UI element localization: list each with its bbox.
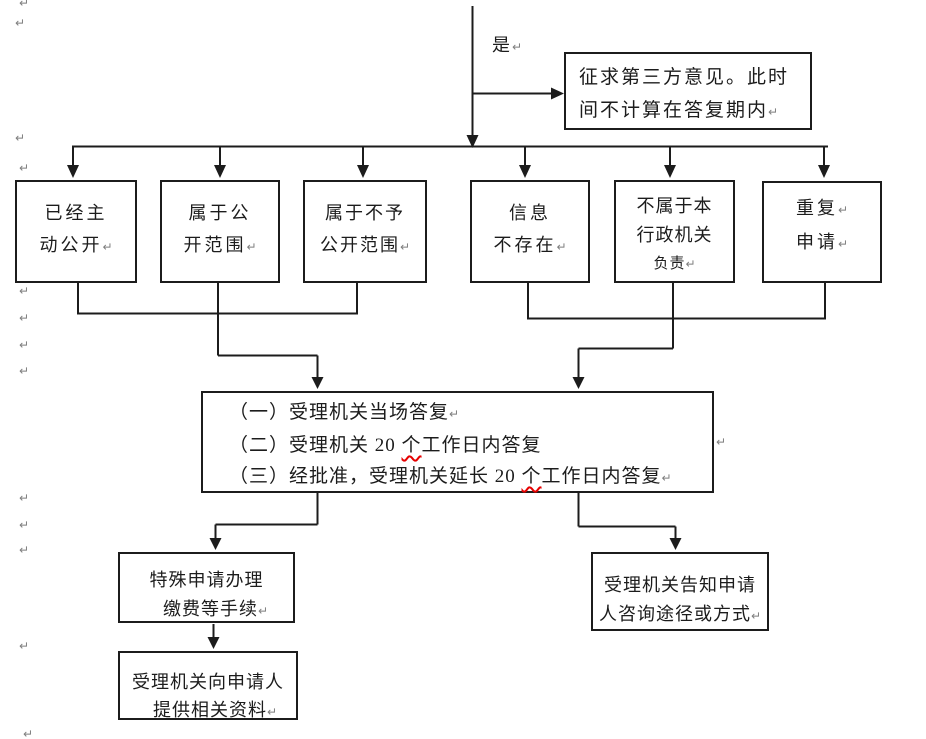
paragraph-mark: ↵: [19, 311, 30, 325]
box-line: 申请↵: [795, 232, 849, 252]
spellcheck-squiggle: 个: [521, 466, 542, 487]
box-line: 信息: [509, 203, 551, 223]
paragraph-mark: ↵: [685, 257, 696, 271]
box-line: 受理机关告知申请: [604, 575, 756, 595]
paragraph-mark: ↵: [266, 705, 278, 719]
spellcheck-squiggle: 个: [401, 435, 422, 456]
paragraph-mark: ↵: [102, 240, 113, 254]
paragraph-mark: ↵: [661, 471, 672, 485]
box-line: 重复↵: [795, 198, 849, 218]
paragraph-mark: ↵: [512, 40, 523, 54]
arrowhead-drop-4: [519, 165, 531, 178]
arrowhead-drop-1: [67, 165, 79, 178]
arrowhead-drop-3: [357, 165, 369, 178]
paragraph-mark: ↵: [19, 543, 30, 557]
box-line: 特殊申请办理: [149, 570, 264, 590]
paragraph-mark: ↵: [19, 518, 30, 532]
connector-right-merge: [527, 282, 826, 378]
connector-left-merge: [77, 282, 358, 378]
arrowhead-third-party: [551, 87, 564, 100]
arrowhead-drop-6: [818, 165, 830, 178]
paragraph-mark: ↵: [15, 131, 26, 145]
paragraph-mark: ↵: [449, 407, 460, 421]
paragraph-mark: ↵: [257, 604, 269, 618]
box-not-responsible: 不属于本 行政机关 负责↵: [614, 180, 735, 283]
box-line: 行政机关: [636, 225, 713, 245]
arrowhead-into-main-line: [466, 135, 479, 148]
yes-text: 是: [492, 35, 512, 55]
paragraph-mark: ↵: [19, 639, 30, 653]
box-reply-options: （一）受理机关当场答复↵ （二）受理机关 20 个工作日内答复 （三）经批准，受…: [201, 391, 714, 493]
connector-reply-to-notify: [577, 492, 677, 539]
box-info-not-exist: 信息 不存在↵: [470, 180, 590, 283]
box-repeat-request: 重复↵ 申请↵: [762, 181, 882, 283]
box-line: 不属于本: [636, 196, 713, 216]
box-already-public: 已经主 动公开↵: [15, 180, 137, 283]
arrowhead-into-provide: [207, 637, 220, 649]
paragraph-mark: ↵: [19, 338, 30, 352]
box-line: 属于公: [188, 203, 252, 223]
connector-reply-to-special: [214, 492, 319, 539]
box-public-scope: 属于公 开范围↵: [160, 180, 280, 283]
paragraph-mark: ↵: [768, 105, 779, 119]
paragraph-mark: ↵: [15, 16, 26, 30]
yes-branch-label: 是↵: [492, 31, 522, 57]
arrowhead-right-merge: [572, 377, 585, 389]
box-line: 公开范围↵: [319, 235, 411, 255]
box-line: （二）受理机关 20 个工作日内答复: [229, 435, 542, 456]
paragraph-mark: ↵: [19, 364, 30, 378]
paragraph-mark: ↵: [837, 237, 849, 251]
box-line: 人咨询途径或方式↵: [598, 604, 762, 624]
box-line: 属于不予: [325, 203, 405, 223]
box-line: （三）经批准，受理机关延长 20 个工作日内答复↵: [229, 466, 672, 487]
paragraph-mark: ↵: [556, 240, 567, 254]
box-special-procedure: 特殊申请办理 缴费等手续↵: [118, 552, 295, 623]
box-line: 提供相关资料↵: [152, 700, 278, 720]
arrowhead-into-special: [209, 538, 222, 550]
box-line: 开范围↵: [183, 235, 257, 255]
paragraph-mark: ↵: [750, 609, 762, 623]
paragraph-mark: ↵: [19, 0, 30, 10]
box-line: （一）受理机关当场答复↵: [229, 402, 460, 423]
paragraph-mark: ↵: [23, 727, 34, 739]
box-line: 不存在↵: [493, 235, 567, 255]
box-line: 动公开↵: [39, 235, 113, 255]
paragraph-mark: ↵: [19, 284, 30, 298]
box-provide-material: 受理机关向申请人 提供相关资料↵: [118, 651, 298, 720]
box-line: 征求第三方意见。此时: [579, 67, 790, 88]
box-line: 间不计算在答复期内↵: [579, 100, 779, 121]
arrowhead-drop-2: [214, 165, 226, 178]
paragraph-mark: ↵: [399, 240, 411, 254]
paragraph-mark: ↵: [19, 491, 30, 505]
arrowhead-left-merge: [311, 377, 324, 389]
box-not-public-scope: 属于不予 公开范围↵: [303, 180, 427, 283]
paragraph-mark: ↵: [246, 240, 257, 254]
paragraph-mark: ↵: [716, 435, 727, 449]
box-line: 缴费等手续↵: [162, 599, 269, 619]
box-line: 负责↵: [653, 256, 696, 272]
box-notify-way: 受理机关告知申请 人咨询途径或方式↵: [591, 552, 769, 631]
paragraph-mark: ↵: [837, 203, 849, 217]
arrowhead-drop-5: [664, 165, 676, 178]
paragraph-mark: ↵: [19, 161, 30, 175]
arrowhead-into-notify: [669, 538, 682, 550]
box-line: 受理机关向申请人: [132, 672, 284, 692]
box-third-party-opinion: 征求第三方意见。此时 间不计算在答复期内↵: [564, 52, 812, 130]
box-line: 已经主: [44, 203, 108, 223]
